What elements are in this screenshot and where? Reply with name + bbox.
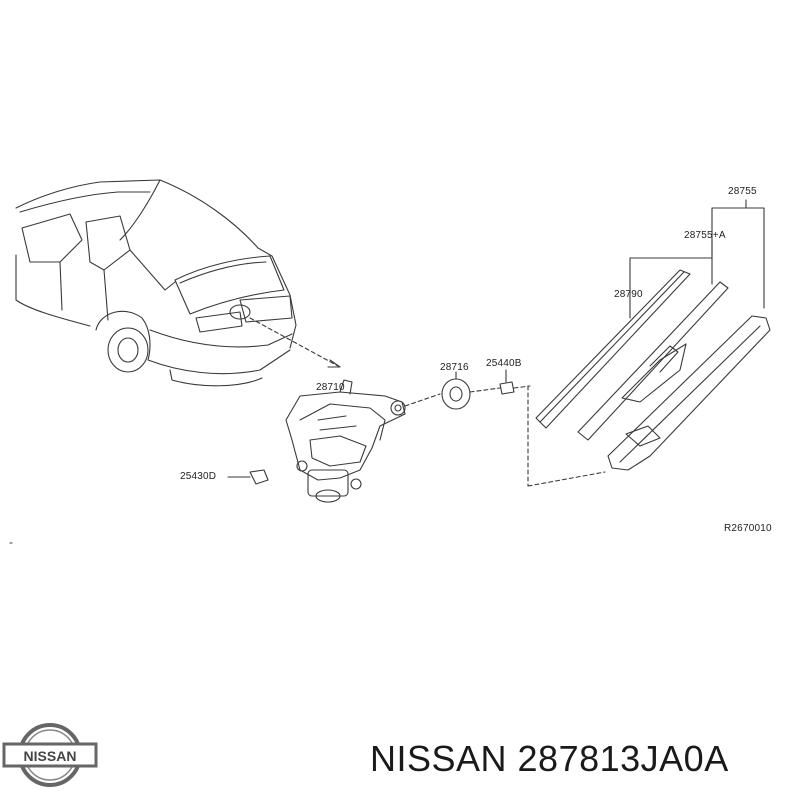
label-pivot-nut: 25440B <box>486 358 522 369</box>
label-pivot-cap: 28716 <box>440 362 469 373</box>
label-wiper-blade-refill: 28790 <box>614 289 643 300</box>
label-wiper-arm-assembly: 28755 <box>728 186 757 197</box>
label-wiper-blade-assembly: 28755+A <box>684 230 726 241</box>
label-connector: 25430D <box>180 471 217 482</box>
nissan-logo-icon: NISSAN <box>2 723 98 787</box>
part-number-caption: NISSAN 287813JA0A <box>370 738 729 779</box>
wiper-arm-and-blade <box>535 199 771 471</box>
vehicle-rear-illustration <box>15 179 341 387</box>
label-wiper-motor: 28710 <box>316 382 345 393</box>
logo-wordmark: NISSAN <box>24 748 77 764</box>
pivot-cap-and-nut <box>441 369 606 487</box>
figure-code: R2670010 <box>724 523 772 534</box>
wiper-motor-illustration <box>227 379 441 503</box>
